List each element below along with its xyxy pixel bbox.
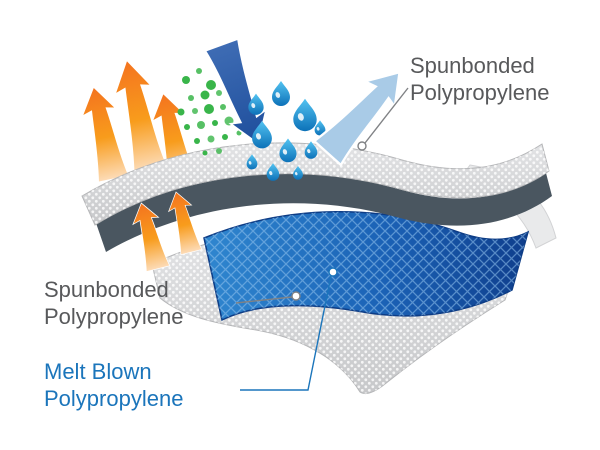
label-line: Spunbonded	[44, 277, 169, 302]
label-melt-blown: Melt Blown Polypropylene	[44, 358, 183, 412]
leader-top-spunbonded	[357, 87, 409, 151]
label-line: Melt Blown	[44, 359, 152, 384]
melt-blown-layer	[203, 210, 530, 322]
label-line: Polypropylene	[44, 304, 184, 329]
label-line: Polypropylene	[44, 386, 184, 411]
leader-melt-blown	[240, 267, 338, 391]
top-spunbond-layer	[81, 142, 550, 226]
leader-dot	[291, 291, 301, 301]
leader-dot	[357, 141, 367, 151]
label-top-spunbonded: Spunbonded Polypropylene	[410, 52, 549, 106]
leader-dot	[328, 267, 338, 277]
label-line: Polypropylene	[410, 80, 550, 105]
layer-underside-band	[96, 173, 552, 252]
label-line: Spunbonded	[410, 53, 535, 78]
leader-left-spunbonded	[235, 291, 301, 304]
label-left-spunbonded: Spunbonded Polypropylene	[44, 276, 183, 330]
